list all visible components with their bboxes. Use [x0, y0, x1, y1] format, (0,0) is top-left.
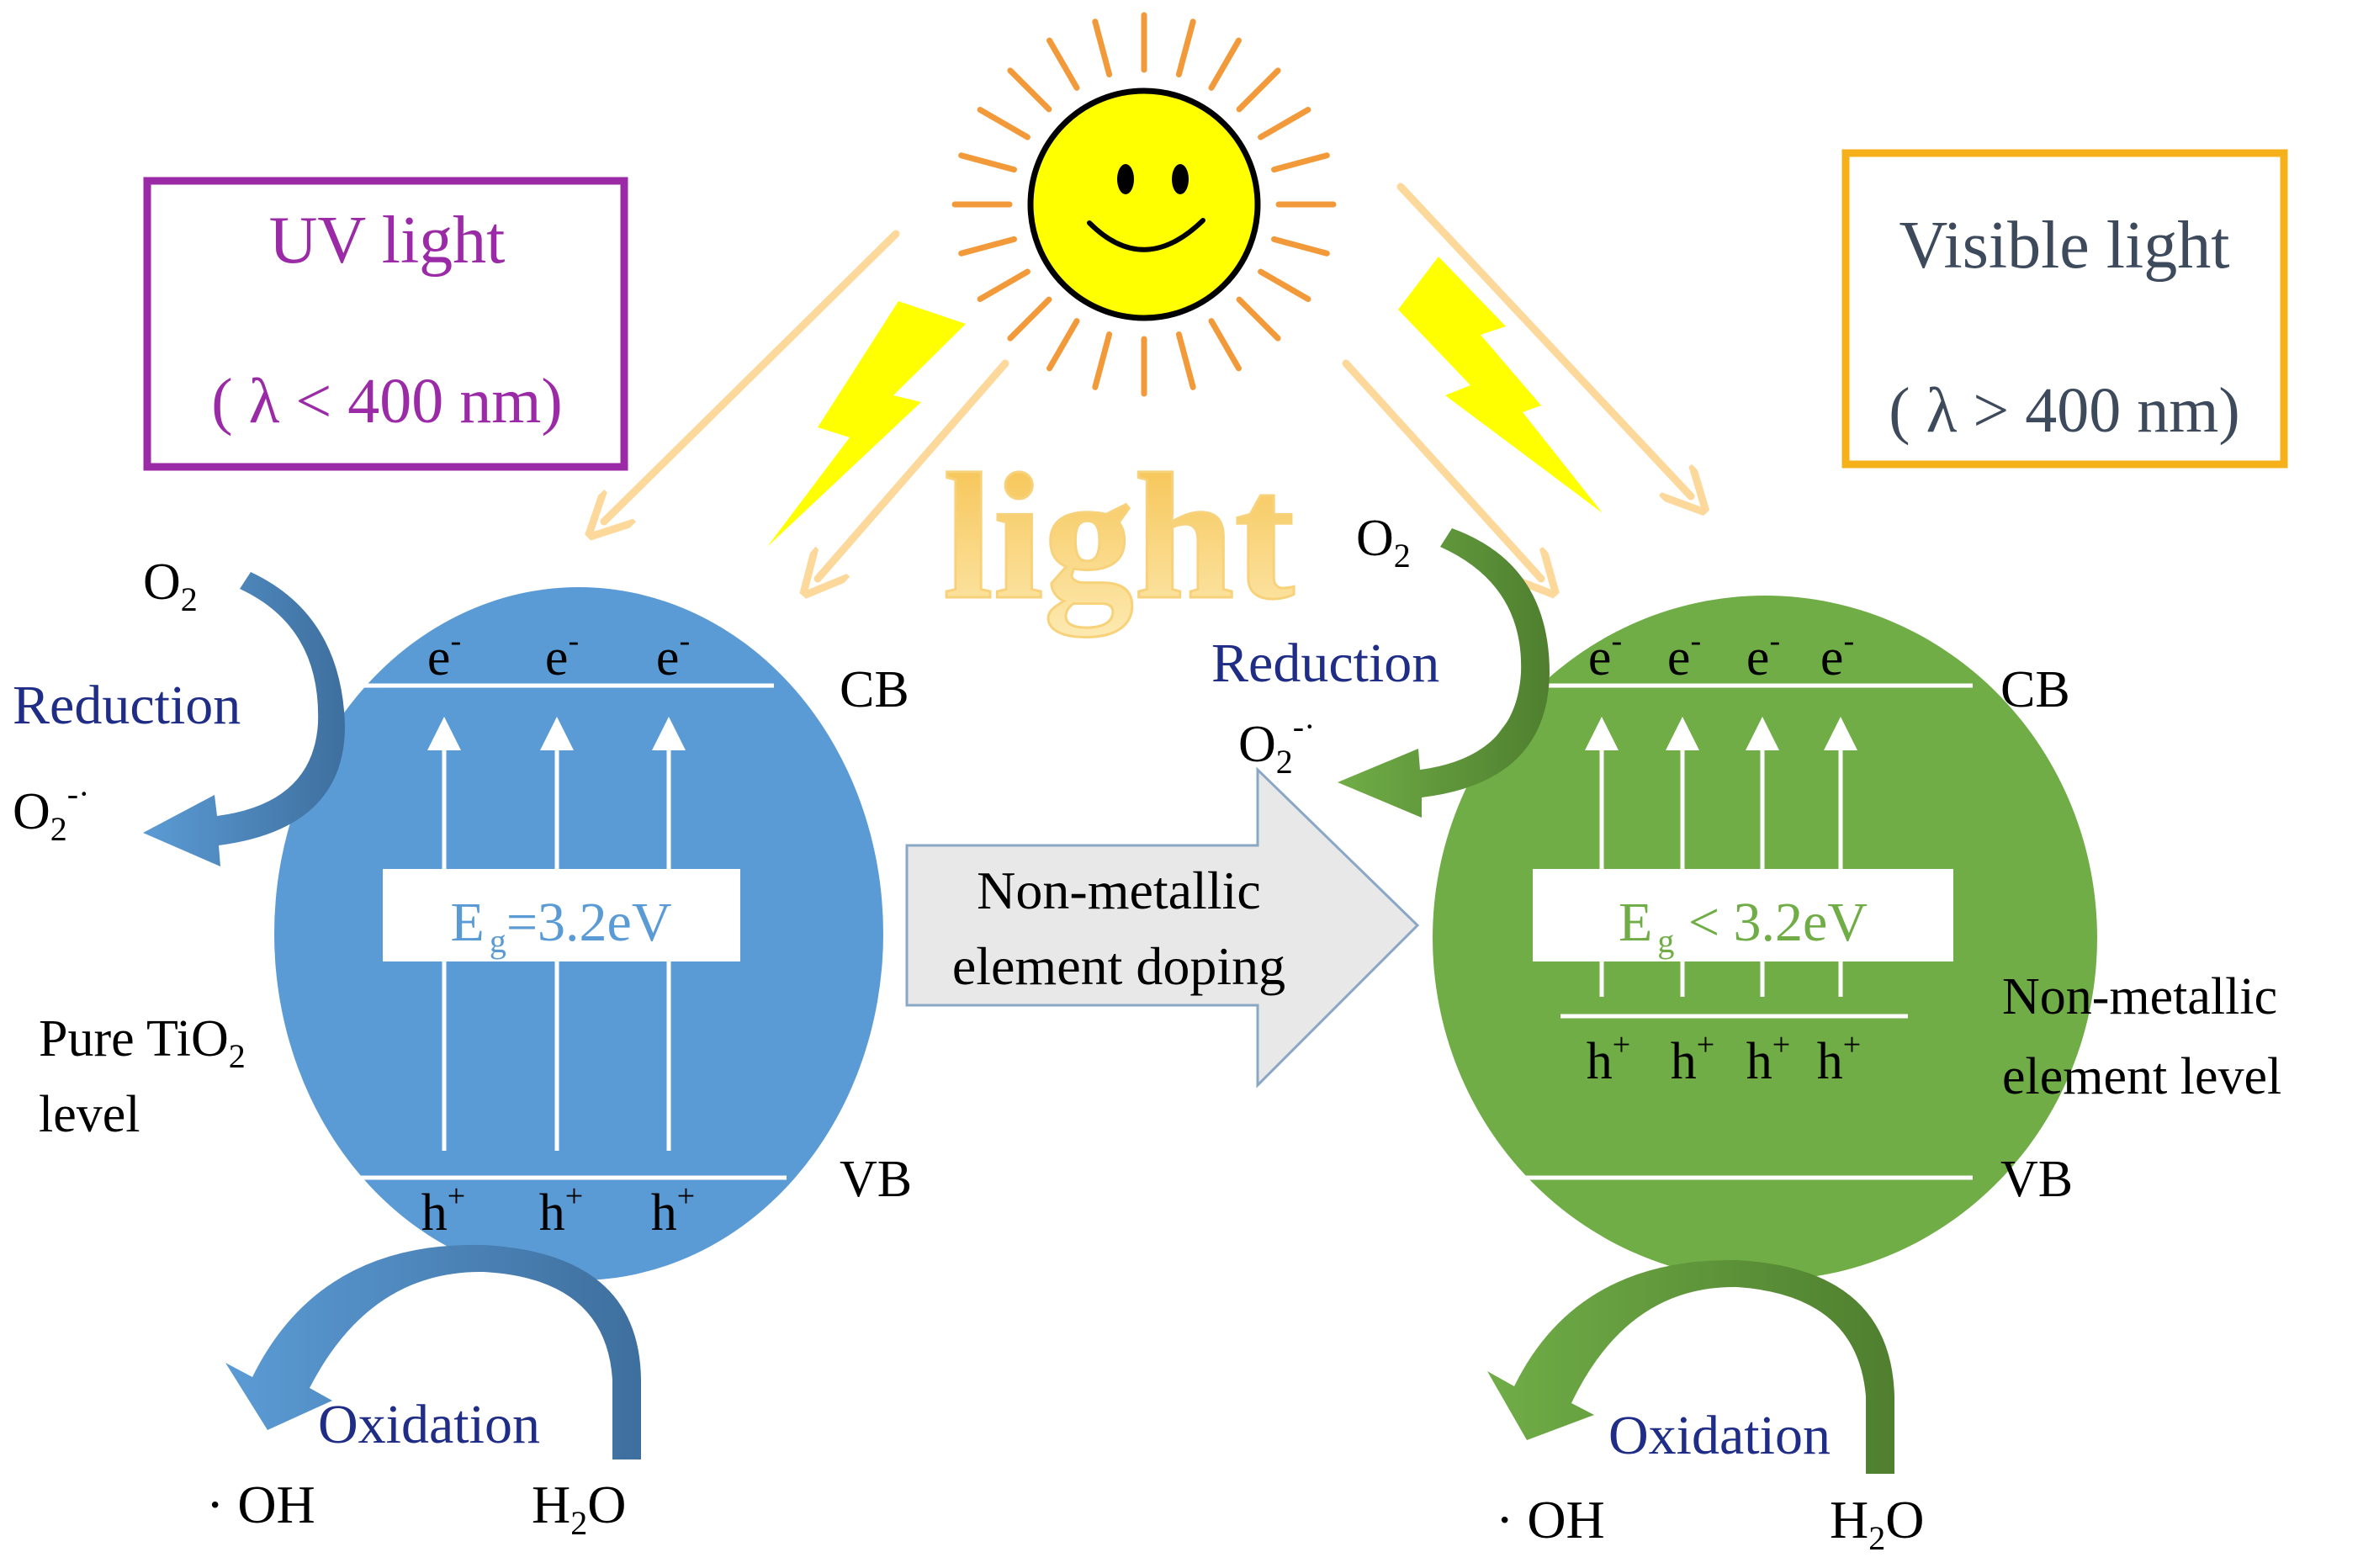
right-electrons: e- e- e- e- — [1588, 623, 1854, 686]
right-o2-label: O2 — [1356, 510, 1411, 575]
sun-ray — [1258, 268, 1311, 302]
sun-ray — [1236, 296, 1281, 342]
sun-ray — [1007, 296, 1052, 342]
lightning-bolt-left-icon — [767, 301, 966, 547]
light-word: light — [943, 436, 1295, 637]
sun-ray — [1271, 236, 1330, 257]
left-cb-label: CB — [840, 661, 909, 718]
svg-text:e-: e- — [1667, 623, 1701, 686]
svg-text:h+: h+ — [1746, 1027, 1790, 1090]
right-cb-label: CB — [2000, 661, 2070, 718]
doping-label-line2: element doping — [952, 936, 1285, 996]
left-oxidation-arrow — [225, 1244, 641, 1459]
sun-ray — [977, 107, 1031, 140]
uv-wavelength-label: ( λ < 400 nm) — [211, 366, 562, 437]
sun-ray — [1175, 331, 1196, 390]
sun-ray — [977, 268, 1031, 302]
right-vb-label: VB — [2000, 1151, 2073, 1208]
left-o2-radical-label: O2-· — [13, 775, 89, 848]
left-oxidation-label: Oxidation — [318, 1394, 540, 1455]
left-reduction-label: Reduction — [13, 675, 241, 736]
sun-ray — [1046, 37, 1080, 91]
light-beams — [604, 183, 1691, 579]
sun-ray — [1208, 37, 1242, 91]
uv-light-label: UV light — [269, 204, 506, 278]
right-holes: h+ h+ h+ h+ — [1587, 1027, 1861, 1090]
sun-rays — [951, 12, 1337, 397]
sun-left-eye — [1117, 164, 1134, 194]
left-o2-label: O2 — [143, 554, 198, 618]
visible-wavelength-label: ( λ > 400 nm) — [1889, 375, 2239, 446]
sun-ray — [1092, 19, 1113, 77]
sun-ray — [958, 236, 1017, 257]
sun-ray — [1258, 107, 1311, 140]
uv-light-box — [143, 177, 628, 471]
svg-text:e-: e- — [1820, 623, 1854, 686]
sun-ray — [1092, 331, 1113, 390]
svg-text:e-: e- — [1746, 623, 1780, 686]
left-vb-label: VB — [840, 1151, 912, 1208]
right-oxidation-arrow — [1487, 1259, 1894, 1474]
right-h2o-label: H2O — [1830, 1490, 1924, 1557]
left-oh-label: · OH — [206, 1475, 315, 1534]
sun-ray — [958, 152, 1017, 173]
sun-ray — [1236, 67, 1281, 113]
right-o2-radical-label: O2-· — [1238, 707, 1315, 781]
left-reduction-arrow — [143, 572, 346, 866]
left-electrons: e- e- e- — [427, 623, 690, 686]
svg-text:h+: h+ — [651, 1179, 695, 1242]
sun-ray — [1208, 318, 1242, 372]
svg-text:h+: h+ — [1817, 1027, 1861, 1090]
svg-text:h+: h+ — [421, 1179, 465, 1242]
right-oxidation-label: Oxidation — [1608, 1405, 1831, 1466]
svg-text:e-: e- — [1588, 623, 1622, 686]
left-h2o-label: H2O — [532, 1475, 626, 1542]
doping-label-line1: Non-metallic — [977, 861, 1261, 920]
sun-ray — [1175, 19, 1196, 77]
svg-text:h+: h+ — [1587, 1027, 1630, 1090]
svg-text:h+: h+ — [539, 1179, 583, 1242]
nm-level-label-line2: element level — [2002, 1048, 2281, 1105]
lightning-bolt-right-icon — [1398, 257, 1603, 513]
svg-text:h+: h+ — [1671, 1027, 1714, 1090]
left-holes: h+ h+ h+ — [421, 1179, 695, 1242]
svg-text:e-: e- — [427, 623, 461, 686]
sun-smile — [1087, 218, 1205, 252]
visible-light-box — [1841, 149, 2288, 469]
left-bandgap-box — [383, 869, 740, 961]
sun-icon — [1027, 87, 1261, 321]
sun-ray — [1271, 152, 1330, 173]
sun-right-eye — [1172, 164, 1189, 194]
right-oh-label: · OH — [1496, 1490, 1605, 1549]
pure-tio2-level-label: Pure TiO2 — [39, 1010, 246, 1075]
svg-text:e-: e- — [545, 623, 579, 686]
nm-level-label-line1: Non-metallic — [2002, 968, 2277, 1025]
doping-arrow — [905, 766, 1420, 1089]
svg-text:e-: e- — [656, 623, 690, 686]
right-reduction-label: Reduction — [1211, 633, 1439, 694]
visible-light-label: Visible light — [1899, 209, 2230, 283]
sun-ray — [1007, 67, 1052, 113]
right-bandgap-box — [1533, 869, 1953, 961]
right-reduction-arrow — [1338, 528, 1550, 818]
sun-ray — [1046, 318, 1080, 372]
pure-tio2-level-label-2: level — [39, 1086, 140, 1143]
